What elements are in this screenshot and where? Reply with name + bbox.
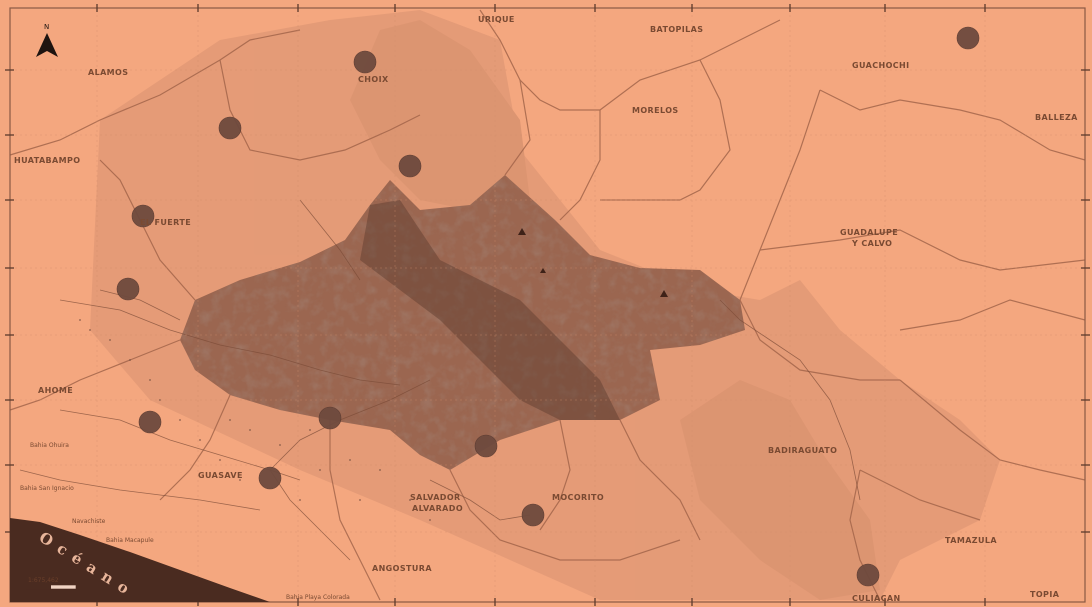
label-culiacan: CULIACAN	[852, 594, 901, 603]
peak-markers	[518, 228, 668, 297]
label-bahia-playa-colorada: Bahia Playa Colorada	[286, 594, 350, 601]
label-balleza: BALLEZA	[1035, 113, 1078, 122]
label-bahia-macapule: Bahia Macapule	[106, 537, 154, 544]
site-marker[interactable]	[318, 406, 342, 430]
label-choix: CHOIX	[358, 75, 389, 84]
site-markers	[116, 26, 980, 587]
label-angostura: ANGOSTURA	[372, 564, 432, 573]
label-guadalupe-2: Y CALVO	[851, 239, 892, 248]
label-topia: TOPIA	[1030, 590, 1060, 599]
label-ahome: AHOME	[38, 386, 73, 395]
label-guadalupe-1: GUADALUPE	[840, 228, 898, 237]
label-guachochi: GUACHOCHI	[852, 61, 910, 70]
label-bahia-ohuira: Bahia Ohuira	[30, 442, 69, 449]
label-tamazula: TAMAZULA	[945, 536, 997, 545]
graticule	[10, 10, 1085, 600]
rivers-and-roads	[19, 199, 861, 561]
label-guasave: GUASAVE	[198, 471, 243, 480]
map-frame-border	[5, 4, 1090, 606]
label-morelos: MORELOS	[632, 106, 679, 115]
north-arrow: N	[36, 23, 58, 57]
label-mocorito: MOCORITO	[552, 493, 604, 502]
site-marker[interactable]	[398, 154, 422, 178]
label-batopilas: BATOPILAS	[650, 25, 703, 34]
site-marker[interactable]	[218, 116, 242, 140]
label-salvador-1: SALVADOR	[410, 493, 461, 502]
label-navachiste: Navachiste	[72, 518, 106, 525]
place-labels: ALAMOS CHOIX URIQUE BATOPILAS GUACHOCHI …	[14, 15, 1078, 603]
site-marker[interactable]	[474, 434, 498, 458]
label-bahia-san-ignacio: Bahia San Ignacio	[20, 485, 74, 492]
coastal-dots	[79, 319, 431, 521]
site-marker[interactable]	[956, 26, 980, 50]
site-marker[interactable]	[521, 503, 545, 527]
north-arrow-icon	[36, 33, 58, 57]
site-marker[interactable]	[258, 466, 282, 490]
label-alamos: ALAMOS	[88, 68, 128, 77]
site-marker[interactable]	[116, 277, 140, 301]
scale-bar: 1:675,462	[25, 577, 77, 590]
site-marker[interactable]	[856, 563, 880, 587]
label-badiraguato: BADIRAGUATO	[768, 446, 837, 455]
north-label: N	[44, 23, 49, 31]
scale-label: 1:675,462	[28, 577, 59, 584]
label-salvador-2: ALVARADO	[412, 504, 463, 513]
label-urique: URIQUE	[478, 15, 515, 24]
label-huatabampo: HUATABAMPO	[14, 156, 80, 165]
label-el-fuerte: EL FUERTE	[140, 218, 191, 227]
site-marker[interactable]	[353, 50, 377, 74]
site-marker[interactable]	[138, 410, 162, 434]
site-marker[interactable]	[131, 204, 155, 228]
